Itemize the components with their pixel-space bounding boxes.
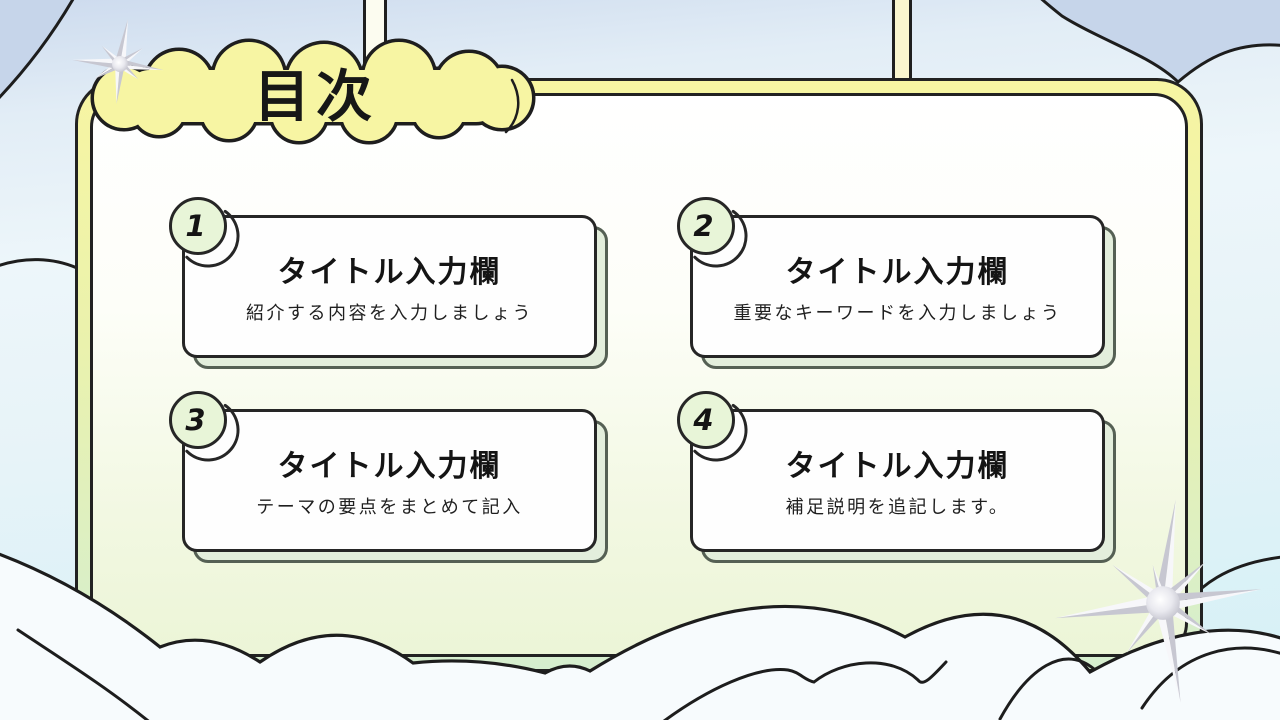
toc-card-4[interactable]: タイトル入力欄 補足説明を追記します。 4 — [677, 391, 1116, 563]
sparkle-star-icon — [72, 18, 164, 104]
toc-card-1[interactable]: タイトル入力欄 紹介する内容を入力しましょう 1 — [169, 197, 608, 369]
toc-card-3[interactable]: タイトル入力欄 テーマの要点をまとめて記入 3 — [169, 391, 608, 563]
card-description[interactable]: 補足説明を追記します。 — [785, 497, 1010, 518]
card-title[interactable]: タイトル入力欄 — [785, 449, 1010, 484]
card-description[interactable]: テーマの要点をまとめて記入 — [256, 497, 523, 518]
hanging-string-right — [892, 0, 912, 94]
card-description[interactable]: 重要なキーワードを入力しましょう — [733, 303, 1062, 324]
card-title[interactable]: タイトル入力欄 — [277, 449, 502, 484]
toc-card-2[interactable]: タイトル入力欄 重要なキーワードを入力しましょう 2 — [677, 197, 1116, 369]
card-number: 3 — [185, 403, 206, 437]
card-face[interactable]: タイトル入力欄 重要なキーワードを入力しましょう — [690, 215, 1105, 358]
content-panel — [90, 93, 1188, 657]
card-title[interactable]: タイトル入力欄 — [277, 255, 502, 290]
sparkle-star-icon — [1054, 499, 1262, 703]
content-panel-frame — [75, 78, 1203, 672]
title-cloud-bubble — [84, 36, 542, 148]
card-face[interactable]: タイトル入力欄 テーマの要点をまとめて記入 — [182, 409, 597, 552]
card-number: 2 — [693, 209, 714, 243]
page-title[interactable]: 目次 — [254, 64, 378, 130]
card-number-badge: 1 — [169, 197, 227, 255]
card-number-badge: 3 — [169, 391, 227, 449]
card-face[interactable]: タイトル入力欄 紹介する内容を入力しましょう — [182, 215, 597, 358]
card-face[interactable]: タイトル入力欄 補足説明を追記します。 — [690, 409, 1105, 552]
card-title[interactable]: タイトル入力欄 — [785, 255, 1010, 290]
card-description[interactable]: 紹介する内容を入力しましょう — [246, 303, 533, 324]
card-number: 1 — [185, 209, 206, 243]
card-number: 4 — [693, 403, 714, 437]
card-number-badge: 2 — [677, 197, 735, 255]
card-number-badge: 4 — [677, 391, 735, 449]
